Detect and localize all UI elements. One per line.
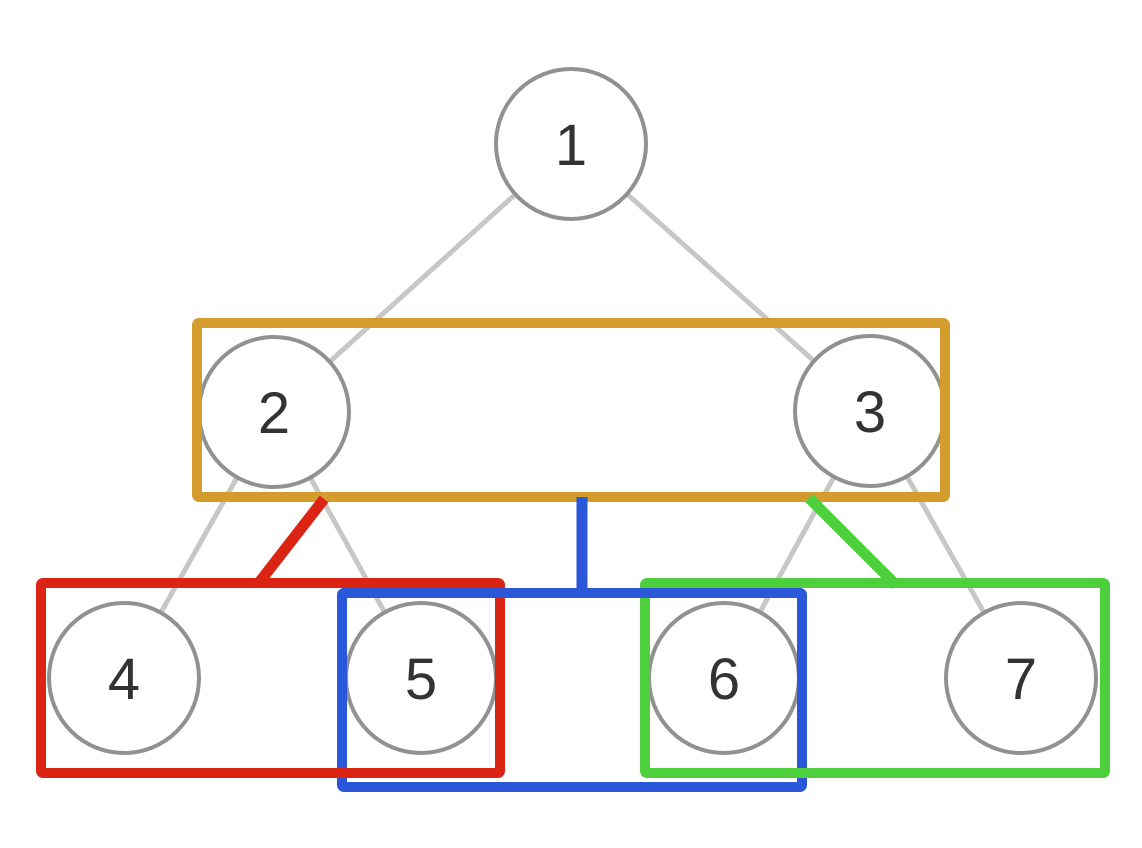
node-label-4: 4: [108, 647, 140, 712]
node-label-6: 6: [708, 647, 740, 712]
connector-gold-to-red: [253, 495, 329, 588]
node-label-2: 2: [258, 381, 290, 446]
node-label-5: 5: [405, 647, 437, 712]
node-label-7: 7: [1005, 647, 1037, 712]
node-circle-4: [47, 601, 201, 755]
node-circle-7: [944, 601, 1098, 755]
group-box-green: [640, 578, 1110, 778]
connector-gold-to-green: [805, 494, 900, 589]
group-box-red: [36, 578, 505, 778]
group-box-gold: [192, 318, 950, 502]
node-circle-1: [494, 67, 648, 221]
node-label-3: 3: [854, 380, 886, 445]
node-label-1: 1: [555, 113, 587, 178]
